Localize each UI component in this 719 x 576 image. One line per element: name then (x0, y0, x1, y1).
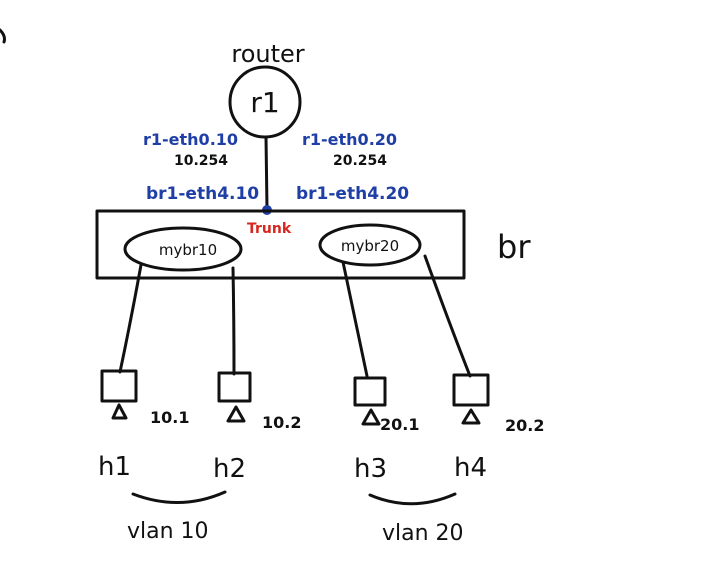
router-iface-20: r1-eth0.20 (302, 130, 397, 149)
switch-port-20: br1-eth4.20 (296, 184, 409, 204)
switch-port-10: br1-eth4.10 (146, 184, 259, 204)
router-ip-20: 20.254 (333, 153, 387, 169)
host-box (353, 376, 387, 407)
host-name-h1: h1 (98, 452, 131, 482)
vlan10-label: vlan 10 (127, 519, 209, 544)
host-h1 (100, 369, 138, 420)
host-triangle-icon (361, 408, 381, 426)
bridge-label-mybr20: mybr20 (341, 237, 399, 255)
bridge-mybr10 (123, 226, 243, 272)
host-h2 (217, 371, 252, 423)
bridge-label-mybr10: mybr10 (159, 241, 217, 259)
host-box (217, 371, 252, 403)
host-box (452, 373, 490, 407)
host-triangle-icon (111, 403, 128, 420)
host-h4 (452, 373, 490, 425)
trunk-label: Trunk (247, 221, 292, 237)
stray-mark (0, 28, 6, 44)
switch-label: br (497, 228, 531, 266)
vlan10-brace (131, 490, 227, 504)
router-name: r1 (250, 86, 279, 119)
bridge-mybr20 (318, 223, 422, 267)
router-iface-10: r1-eth0.10 (143, 130, 238, 149)
host-name-h2: h2 (213, 454, 246, 484)
link-h2 (231, 266, 236, 376)
vlan20-label: vlan 20 (382, 521, 464, 546)
host-ip-h1: 10.1 (150, 408, 189, 427)
link-h3 (341, 260, 369, 378)
host-ip-h2: 10.2 (262, 413, 301, 432)
link-h1 (118, 263, 143, 374)
host-box (100, 369, 138, 403)
switch-box (95, 209, 466, 280)
host-ip-h4: 20.2 (505, 416, 544, 435)
router-ip-10: 10.254 (174, 153, 228, 169)
host-h3 (353, 376, 387, 426)
host-name-h3: h3 (354, 454, 387, 484)
router-title: router (231, 40, 304, 68)
host-name-h4: h4 (454, 453, 487, 483)
vlan20-brace (368, 492, 457, 506)
host-ip-h3: 20.1 (380, 415, 419, 434)
trunk-link (264, 135, 269, 211)
link-h4 (423, 254, 472, 378)
host-triangle-icon (461, 408, 481, 425)
host-triangle-icon (226, 405, 246, 423)
